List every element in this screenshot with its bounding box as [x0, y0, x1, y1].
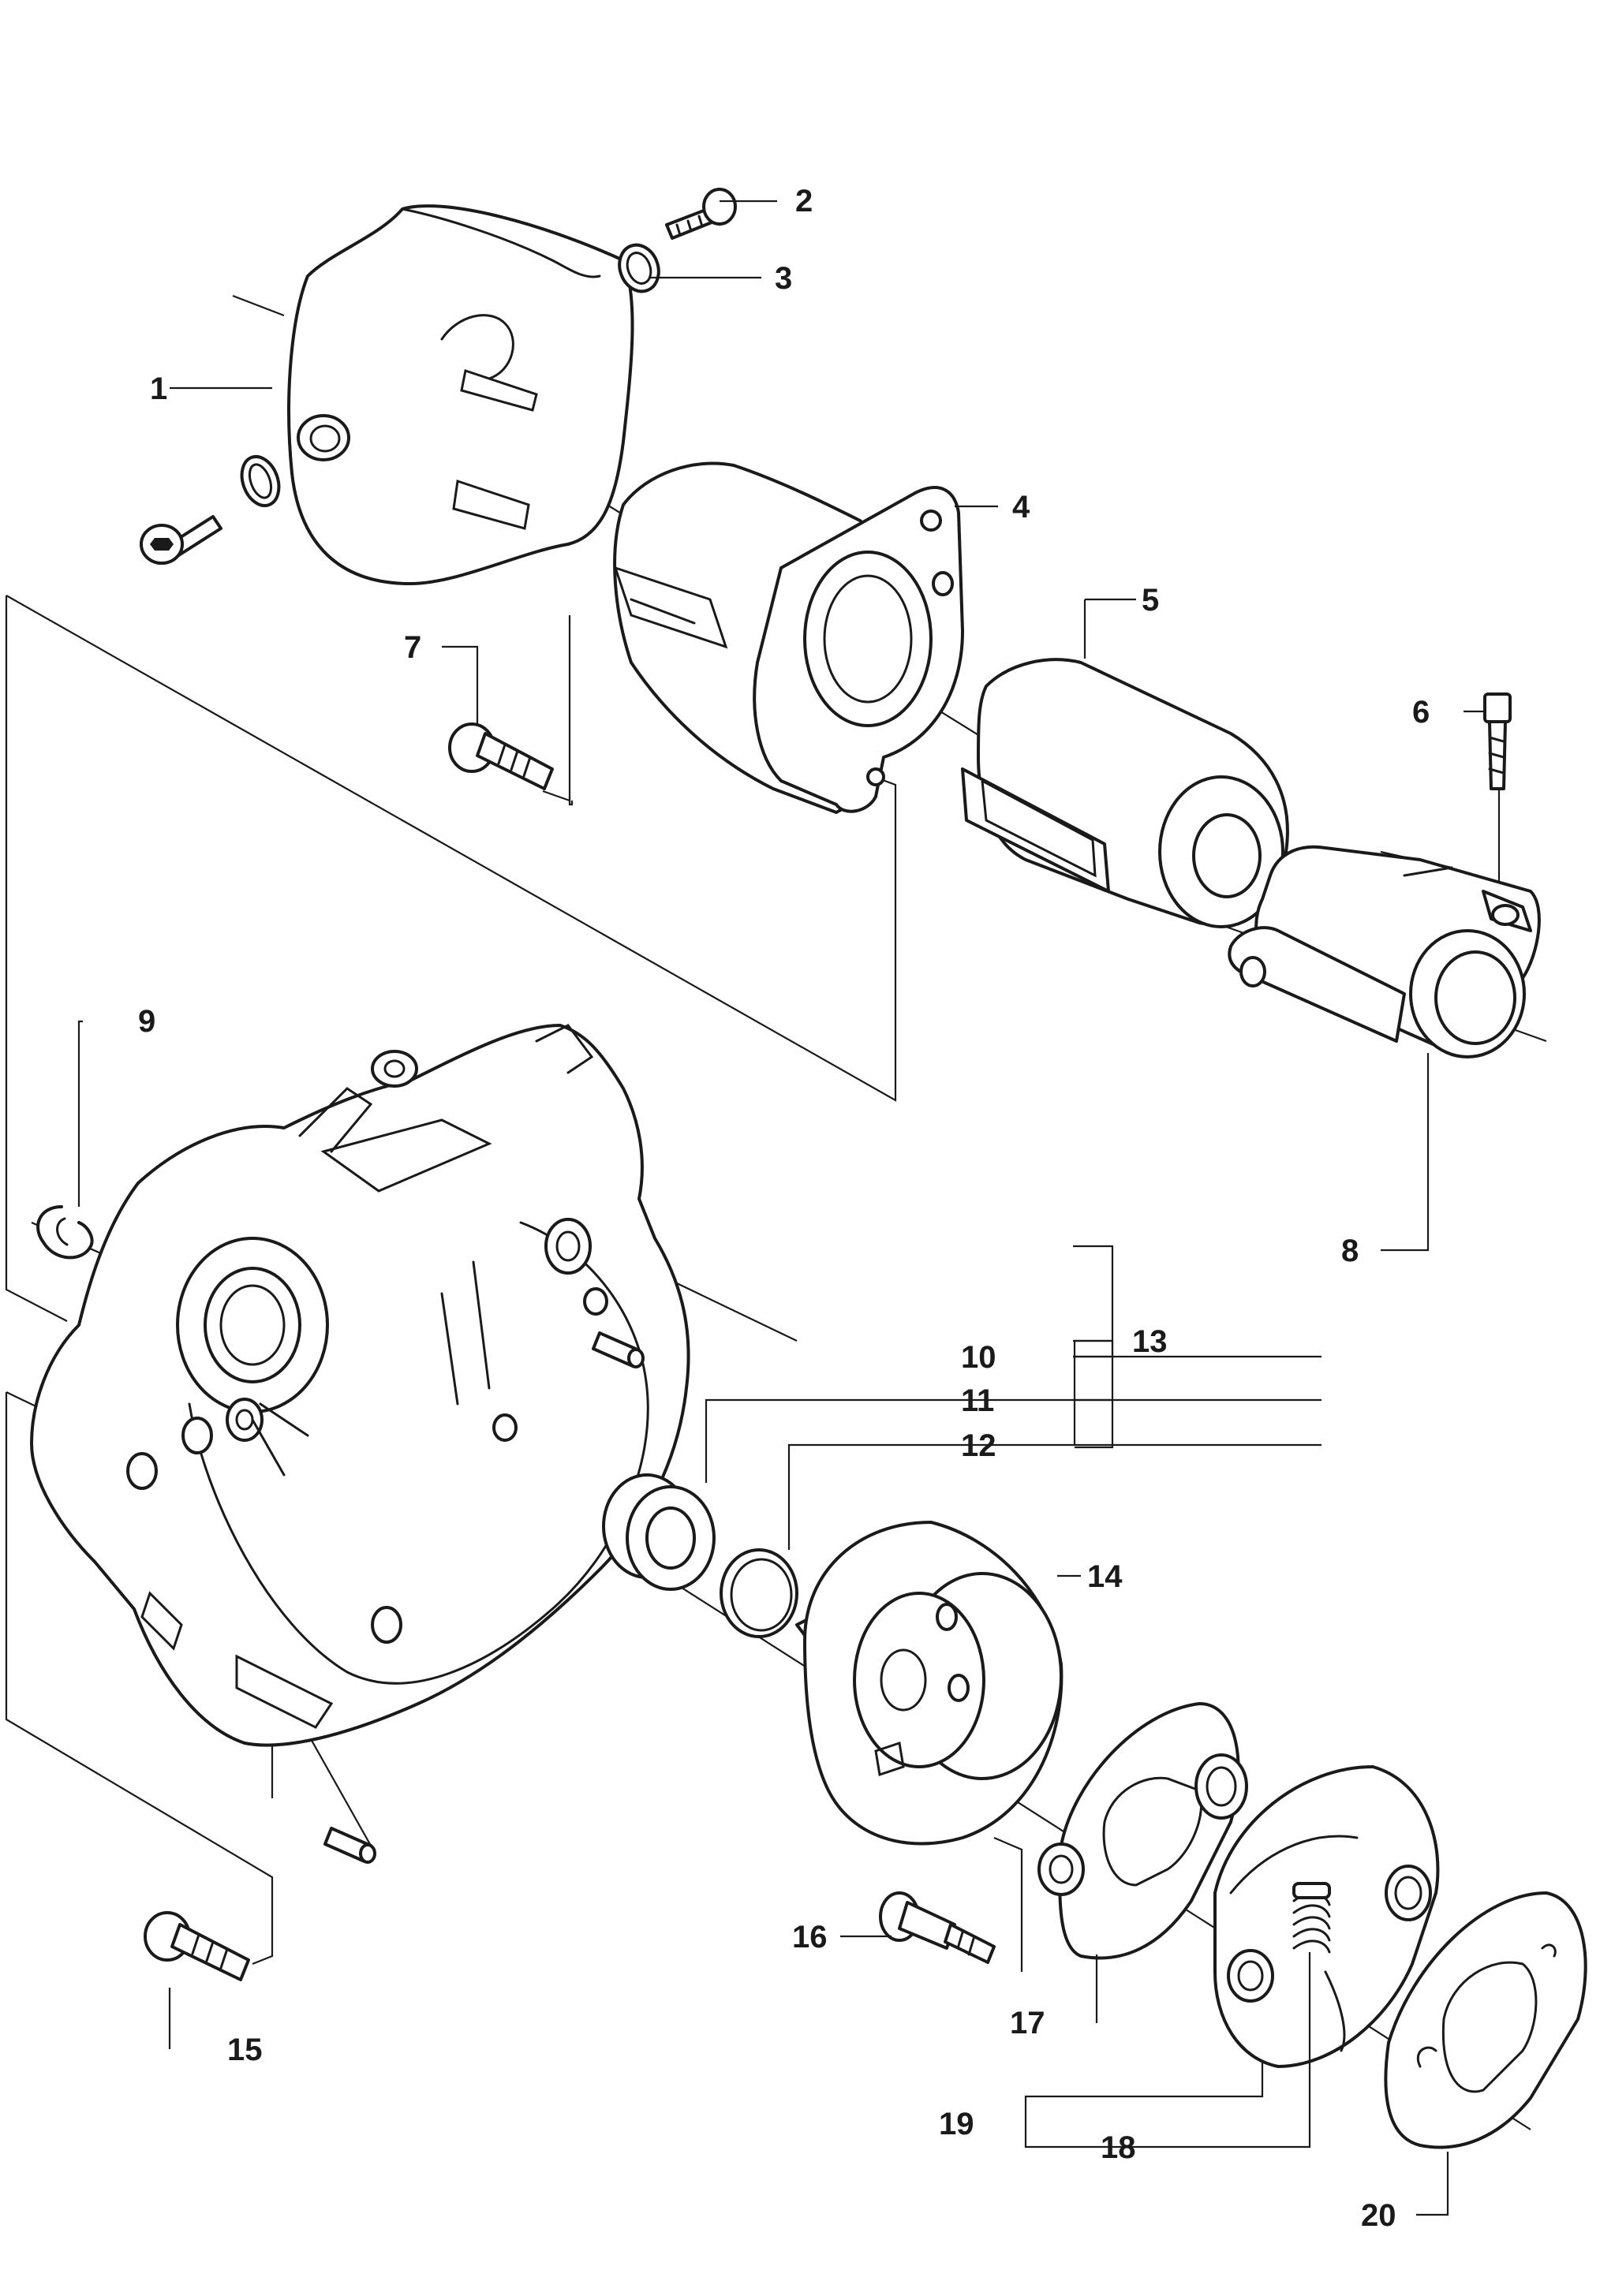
callout-11: 11 — [961, 1383, 994, 1418]
callout-2: 2 — [795, 184, 813, 218]
callout-19: 19 — [939, 2107, 974, 2141]
cover-screw-top — [665, 188, 737, 240]
clutch-shoes — [1213, 1765, 1440, 2068]
callout-1: 1 — [150, 371, 167, 406]
dowel-pin — [592, 1331, 645, 1368]
callout-7: 7 — [404, 630, 421, 665]
callout-labels: 1 2 3 4 5 6 7 8 9 10 11 12 13 14 15 16 1… — [138, 184, 1430, 2233]
clamp-bolt — [1483, 693, 1512, 790]
drive-tube-sleeve — [961, 658, 1289, 928]
callout-17: 17 — [1010, 2006, 1045, 2040]
handle-clamp — [1228, 845, 1541, 1058]
callout-5: 5 — [1142, 583, 1159, 618]
crankcase-half — [30, 1024, 690, 1747]
clutch-drum — [795, 1521, 1064, 1846]
cover-screw-left — [140, 455, 281, 565]
callout-8: 8 — [1341, 1234, 1359, 1268]
callout-16: 16 — [792, 1920, 828, 1954]
washer-plate — [1037, 1702, 1248, 1960]
clutch-cover — [287, 204, 634, 585]
o-ring-top — [618, 243, 660, 293]
gasket-plate — [1384, 1891, 1587, 2149]
clutch-housing — [613, 461, 964, 814]
callout-13: 13 — [1132, 1324, 1168, 1359]
crankcase-screw — [144, 1911, 250, 1981]
retaining-ring — [720, 1548, 798, 1638]
clutch-spring — [1292, 1882, 1331, 1954]
callout-20: 20 — [1361, 2198, 1396, 2233]
callout-12: 12 — [961, 1428, 996, 1463]
callout-4: 4 — [1012, 490, 1030, 525]
shoulder-screw — [879, 1891, 996, 1964]
callout-9: 9 — [138, 1004, 155, 1039]
dowel-pin-lower — [323, 1827, 376, 1864]
snap-ring — [36, 1205, 94, 1260]
housing-screw — [448, 722, 554, 790]
callout-10: 10 — [961, 1340, 996, 1375]
callout-15: 15 — [227, 2033, 263, 2067]
callout-18: 18 — [1101, 2130, 1136, 2165]
callout-3: 3 — [775, 261, 792, 296]
callout-6: 6 — [1412, 695, 1430, 730]
callout-leaders — [77, 200, 1483, 2216]
ball-bearing — [602, 1473, 716, 1591]
callout-14: 14 — [1087, 1559, 1123, 1594]
